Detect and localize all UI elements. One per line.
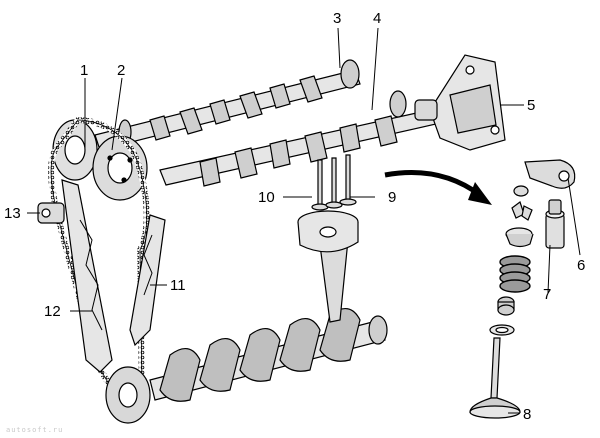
callout-6: 6 bbox=[577, 257, 585, 274]
crankshaft bbox=[149, 308, 388, 402]
callout-3: 3 bbox=[333, 10, 341, 27]
chain-guide bbox=[61, 179, 113, 373]
callout-4: 4 bbox=[373, 10, 381, 27]
chain-tensioner bbox=[37, 202, 65, 224]
intake-camshaft bbox=[159, 90, 437, 187]
callout-11: 11 bbox=[170, 277, 186, 294]
valve-spring bbox=[499, 255, 531, 293]
piston-assembly bbox=[297, 210, 359, 323]
watermark: autosoft.ru bbox=[6, 426, 63, 434]
rocker-arm bbox=[524, 159, 576, 189]
valve-seal bbox=[497, 296, 515, 316]
callout-13: 13 bbox=[4, 205, 21, 222]
valve-keepers bbox=[511, 185, 533, 221]
engine-valves bbox=[311, 154, 357, 211]
callout-10: 10 bbox=[258, 189, 275, 206]
hydraulic-lifter bbox=[545, 199, 565, 249]
cam-phaser-housing bbox=[414, 54, 506, 151]
tensioner-rail bbox=[129, 214, 166, 347]
leader-lines bbox=[27, 27, 581, 414]
callout-5: 5 bbox=[527, 97, 535, 114]
exploded-valve bbox=[469, 337, 521, 419]
spring-retainer bbox=[505, 227, 534, 248]
callout-7: 7 bbox=[543, 286, 551, 303]
callout-8: 8 bbox=[523, 406, 531, 423]
exhaust-camshaft bbox=[94, 59, 361, 151]
crank-sprocket bbox=[105, 366, 151, 424]
callout-labels: 1 2 3 4 5 6 7 8 9 10 11 12 13 bbox=[4, 10, 585, 423]
exploded-view-arrow bbox=[384, 170, 492, 205]
spring-seat-washer bbox=[489, 324, 515, 336]
callout-1: 1 bbox=[80, 62, 88, 79]
exhaust-sprocket bbox=[52, 119, 98, 181]
callout-9: 9 bbox=[388, 189, 396, 206]
callout-12: 12 bbox=[44, 303, 61, 320]
callout-2: 2 bbox=[117, 62, 125, 79]
